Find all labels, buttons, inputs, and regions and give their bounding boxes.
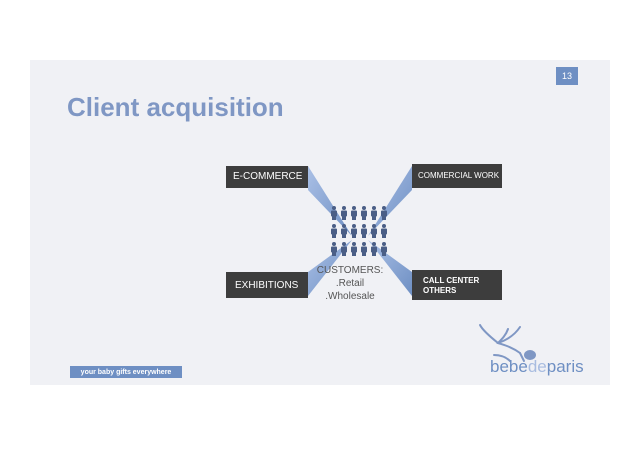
person-icon bbox=[371, 206, 377, 220]
person-icon bbox=[381, 206, 387, 220]
node-commercial-label: COMMERCIAL WORK bbox=[418, 171, 500, 180]
node-callcenter-label-2: OTHERS bbox=[423, 286, 457, 295]
slide-background bbox=[30, 60, 610, 385]
person-icon bbox=[381, 224, 387, 238]
node-ecommerce-label: E-COMMERCE bbox=[233, 171, 303, 182]
connector-commercial bbox=[368, 166, 412, 236]
logo-bebe: bebe bbox=[490, 357, 528, 376]
page-number-badge: 13 bbox=[556, 67, 578, 85]
tagline-banner: your baby gifts everywhere bbox=[70, 366, 182, 378]
connector-callcenter bbox=[368, 240, 412, 296]
customers-retail: .Retail bbox=[335, 278, 365, 289]
customers-label: CUSTOMERS: .Retail .Wholesale bbox=[310, 264, 390, 303]
person-icon bbox=[361, 224, 367, 238]
person-icon bbox=[361, 242, 367, 256]
person-icon bbox=[381, 242, 387, 256]
node-callcenter-label-1: CALL CENTER bbox=[423, 276, 480, 285]
slide-title: Client acquisition bbox=[67, 92, 284, 122]
connector-exhibitions bbox=[308, 240, 352, 296]
person-icon bbox=[371, 242, 377, 256]
person-icon bbox=[341, 242, 347, 256]
person-icon bbox=[351, 242, 357, 256]
node-commercial-work: COMMERCIAL WORK bbox=[412, 164, 502, 188]
person-icon bbox=[351, 206, 357, 220]
node-call-center: CALL CENTER OTHERS bbox=[412, 270, 502, 300]
person-icon bbox=[331, 224, 337, 238]
customers-heading: CUSTOMERS: bbox=[316, 265, 384, 276]
customers-wholesale: .Wholesale bbox=[325, 291, 375, 302]
person-icon bbox=[361, 206, 367, 220]
person-icon bbox=[341, 206, 347, 220]
tagline-text: your baby gifts everywhere bbox=[80, 368, 172, 376]
people-icons bbox=[331, 206, 387, 256]
person-icon bbox=[331, 206, 337, 220]
page-number: 13 bbox=[561, 71, 572, 81]
person-icon bbox=[351, 224, 357, 238]
brand-logo: bebedeparis bbox=[490, 357, 584, 377]
node-ecommerce: E-COMMERCE bbox=[226, 166, 308, 188]
node-exhibitions-label: EXHIBITIONS bbox=[235, 280, 299, 291]
person-icon bbox=[341, 224, 347, 238]
logo-de: de bbox=[527, 357, 547, 376]
person-icon bbox=[331, 242, 337, 256]
logo-paris: paris bbox=[546, 357, 584, 376]
connector-ecommerce bbox=[308, 166, 352, 236]
person-icon bbox=[371, 224, 377, 238]
node-exhibitions: EXHIBITIONS bbox=[226, 272, 308, 298]
